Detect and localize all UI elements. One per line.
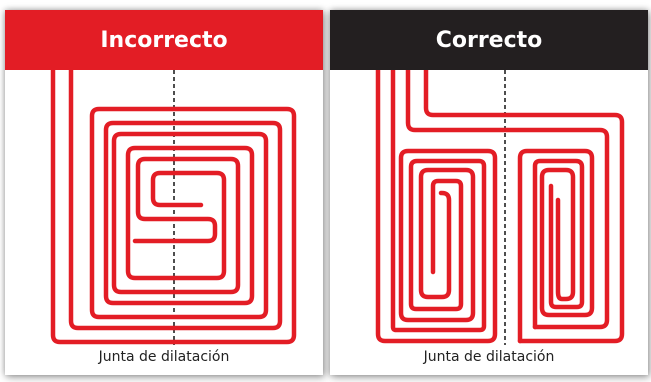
heating-pipe-top-return — [405, 67, 610, 330]
heating-pipe-return — [68, 67, 283, 331]
panel-correct: Correcto Junta de dilatación — [330, 10, 648, 375]
heating-pipe-left-zone-return — [390, 67, 487, 333]
heating-pipe-right-zone — [517, 148, 595, 344]
heating-pipe-right-zone-return — [532, 158, 585, 330]
panel-header-incorrect: Incorrecto — [5, 10, 323, 70]
heating-pipe-top-loop — [423, 67, 625, 344]
correct-layout-diagram — [375, 67, 625, 345]
incorrect-layout-diagram — [50, 67, 297, 345]
panel-incorrect: Incorrecto Junta de dilatación — [5, 10, 323, 375]
heating-pipe-left-zone — [375, 67, 498, 344]
joint-caption-incorrect: Junta de dilatación — [98, 349, 230, 365]
joint-caption-correct: Junta de dilatación — [423, 349, 555, 365]
heating-pipe-supply — [50, 67, 297, 345]
panel-header-correct: Correcto — [330, 10, 648, 70]
